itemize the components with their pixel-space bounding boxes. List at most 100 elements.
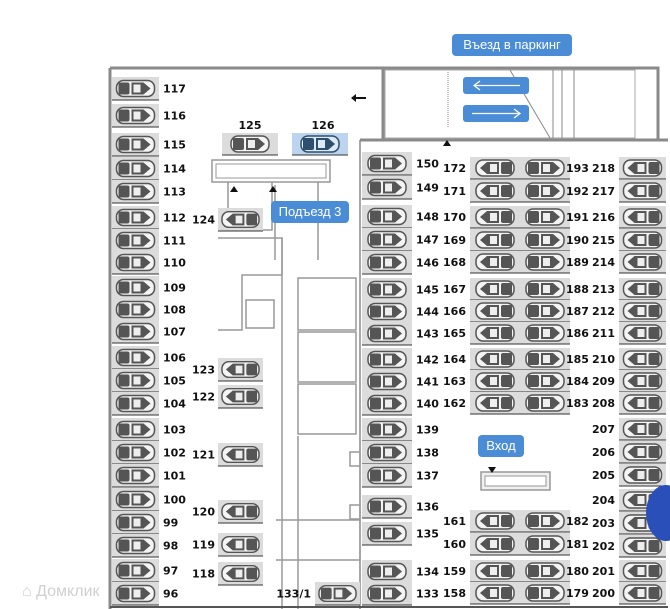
parking-spot-146[interactable]: 146	[362, 251, 439, 275]
parking-spot-160[interactable]: 160	[443, 533, 520, 556]
parking-spot-159[interactable]: 159	[443, 560, 520, 583]
parking-spot-116[interactable]: 116	[112, 104, 186, 128]
parking-spot-134[interactable]: 134	[362, 560, 439, 584]
parking-spot-215[interactable]: 215	[592, 229, 666, 252]
parking-spot-110[interactable]: 110	[112, 251, 186, 275]
parking-spot-143[interactable]: 143	[362, 322, 439, 346]
parking-spot-189[interactable]: 189	[520, 251, 589, 274]
parking-spot-169[interactable]: 169	[443, 229, 520, 252]
parking-spot-193[interactable]: 193	[520, 157, 589, 180]
parking-spot-184[interactable]: 184	[520, 370, 589, 393]
parking-spot-124[interactable]: 124	[192, 208, 263, 232]
parking-spot-166[interactable]: 166	[443, 300, 520, 323]
parking-spot-139[interactable]: 139	[362, 418, 439, 442]
parking-spot-104[interactable]: 104	[112, 392, 186, 416]
parking-spot-141[interactable]: 141	[362, 370, 439, 394]
parking-spot-125[interactable]: 125	[222, 119, 278, 156]
parking-spot-101[interactable]: 101	[112, 464, 186, 488]
car-icon	[475, 208, 515, 226]
parking-spot-208[interactable]: 208	[592, 392, 666, 415]
parking-spot-168[interactable]: 168	[443, 251, 520, 274]
parking-spot-161[interactable]: 161	[443, 510, 520, 533]
parking-spot-205[interactable]: 205	[592, 464, 666, 487]
parking-spot-103[interactable]: 103	[112, 418, 186, 442]
parking-spot-182[interactable]: 182	[520, 510, 589, 533]
parking-spot-113[interactable]: 113	[112, 180, 186, 204]
parking-spot-109[interactable]: 109	[112, 276, 186, 300]
parking-spot-218[interactable]: 218	[592, 157, 666, 180]
parking-spot-138[interactable]: 138	[362, 441, 439, 465]
parking-spot-122[interactable]: 122	[192, 385, 263, 409]
parking-spot-148[interactable]: 148	[362, 205, 439, 229]
parking-spot-172[interactable]: 172	[443, 157, 520, 180]
parking-spot-111[interactable]: 111	[112, 229, 186, 253]
parking-spot-100[interactable]: 100	[112, 488, 186, 512]
parking-spot-107[interactable]: 107	[112, 320, 186, 344]
parking-spot-137[interactable]: 137	[362, 464, 439, 488]
parking-spot-121[interactable]: 121	[192, 443, 263, 467]
parking-spot-97[interactable]: 97	[112, 559, 178, 583]
parking-spot-210[interactable]: 210	[592, 348, 666, 371]
parking-spot-167[interactable]: 167	[443, 278, 520, 301]
parking-spot-162[interactable]: 162	[443, 392, 520, 415]
parking-spot-149[interactable]: 149	[362, 176, 439, 200]
parking-spot-126[interactable]: 126	[292, 119, 348, 156]
parking-spot-202[interactable]: 202	[592, 535, 666, 558]
parking-spot-201[interactable]: 201	[592, 560, 666, 583]
parking-spot-158[interactable]: 158	[443, 582, 520, 605]
parking-spot-191[interactable]: 191	[520, 206, 589, 229]
parking-spot-165[interactable]: 165	[443, 322, 520, 345]
parking-spot-181[interactable]: 181	[520, 533, 589, 556]
parking-spot-170[interactable]: 170	[443, 206, 520, 229]
parking-spot-105[interactable]: 105	[112, 369, 186, 393]
parking-spot-106[interactable]: 106	[112, 346, 186, 370]
parking-spot-209[interactable]: 209	[592, 370, 666, 393]
parking-spot-108[interactable]: 108	[112, 298, 186, 322]
parking-spot-118[interactable]: 118	[192, 562, 263, 586]
parking-spot-133-1[interactable]: 133/1	[276, 582, 360, 606]
parking-spot-144[interactable]: 144	[362, 300, 439, 324]
parking-spot-112[interactable]: 112	[112, 206, 186, 230]
parking-spot-115[interactable]: 115	[112, 133, 186, 157]
parking-spot-187[interactable]: 187	[520, 300, 589, 323]
parking-spot-98[interactable]: 98	[112, 534, 178, 558]
parking-spot-114[interactable]: 114	[112, 157, 186, 181]
parking-spot-140[interactable]: 140	[362, 392, 439, 416]
parking-spot-96[interactable]: 96	[112, 582, 179, 606]
parking-spot-123[interactable]: 123	[192, 358, 263, 382]
parking-spot-213[interactable]: 213	[592, 278, 666, 301]
parking-spot-120[interactable]: 120	[192, 500, 263, 524]
parking-spot-216[interactable]: 216	[592, 206, 666, 229]
parking-spot-190[interactable]: 190	[520, 229, 589, 252]
parking-spot-171[interactable]: 171	[443, 180, 520, 203]
parking-spot-212[interactable]: 212	[592, 300, 666, 323]
parking-spot-145[interactable]: 145	[362, 278, 439, 302]
parking-spot-183[interactable]: 183	[520, 392, 589, 415]
parking-spot-133[interactable]: 133	[362, 582, 439, 606]
parking-spot-214[interactable]: 214	[592, 251, 666, 274]
parking-spot-211[interactable]: 211	[592, 322, 666, 345]
parking-spot-102[interactable]: 102	[112, 441, 186, 465]
parking-spot-185[interactable]: 185	[520, 348, 589, 371]
parking-spot-206[interactable]: 206	[592, 441, 666, 464]
parking-spot-147[interactable]: 147	[362, 228, 439, 252]
parking-spot-192[interactable]: 192	[520, 180, 589, 203]
car-icon	[115, 253, 156, 272]
parking-spot-135[interactable]: 135	[362, 522, 439, 546]
parking-spot-200[interactable]: 200	[592, 582, 666, 605]
parking-spot-164[interactable]: 164	[443, 348, 520, 371]
parking-spot-217[interactable]: 217	[592, 180, 666, 203]
parking-spot-136[interactable]: 136	[362, 495, 439, 519]
parking-spot-117[interactable]: 117	[112, 77, 186, 101]
parking-spot-99[interactable]: 99	[112, 511, 178, 535]
parking-spot-119[interactable]: 119	[192, 533, 263, 557]
car-icon	[115, 300, 156, 319]
parking-spot-188[interactable]: 188	[520, 278, 589, 301]
parking-spot-163[interactable]: 163	[443, 370, 520, 393]
parking-spot-207[interactable]: 207	[592, 418, 666, 441]
parking-spot-180[interactable]: 180	[520, 560, 589, 583]
parking-spot-150[interactable]: 150	[362, 152, 439, 176]
parking-spot-179[interactable]: 179	[520, 582, 589, 605]
parking-spot-186[interactable]: 186	[520, 322, 589, 345]
parking-spot-142[interactable]: 142	[362, 348, 439, 372]
